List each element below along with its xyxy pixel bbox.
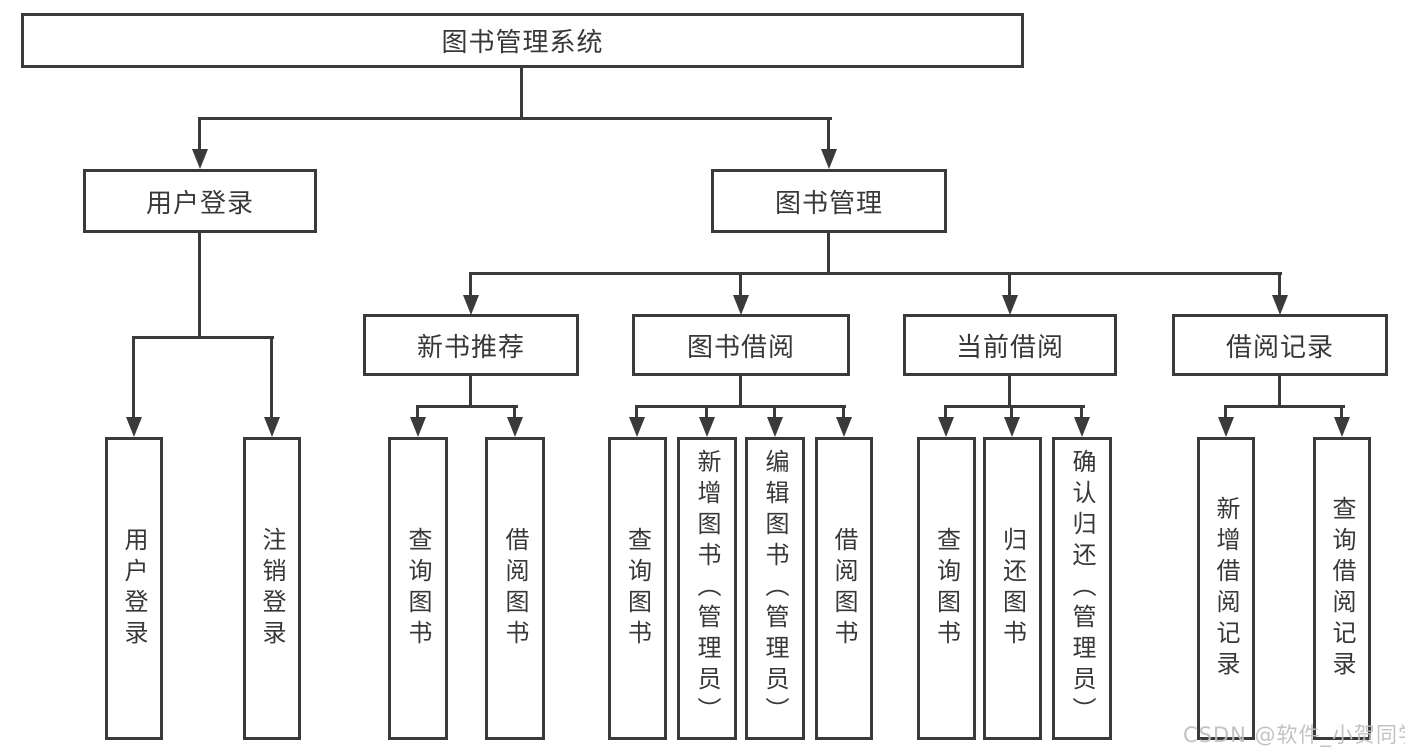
connector-line (773, 405, 776, 421)
leaf-confirm-return-admin: 确认归还（管理员） (1052, 437, 1112, 740)
arrowhead-down (1074, 417, 1090, 437)
leaf-label: 查询图书 (404, 526, 432, 651)
leaf-label: 归还图书 (998, 526, 1027, 651)
connector-line (944, 405, 947, 421)
node-label: 新书推荐 (416, 332, 525, 363)
leaf-user-login: 用户登录 (105, 437, 163, 740)
connector-line (469, 272, 472, 297)
leaf-return-books: 归还图书 (983, 437, 1042, 740)
arrowhead-down (629, 417, 645, 437)
connector-line (1008, 376, 1011, 407)
connector-line (1008, 272, 1011, 297)
connector-line (1340, 405, 1343, 421)
node-user-login: 用户登录 (83, 169, 317, 233)
arrowhead-down (507, 417, 523, 437)
connector-line (1278, 376, 1281, 407)
connector-line (469, 376, 472, 407)
arrowhead-down (1218, 417, 1234, 437)
arrowhead-down (836, 417, 852, 437)
leaf-add-borrow-record: 新增借阅记录 (1197, 437, 1255, 740)
arrowhead-down (1004, 417, 1020, 437)
leaf-query-books-recommend: 查询图书 (388, 437, 448, 740)
node-borrow-records: 借阅记录 (1172, 314, 1388, 376)
arrowhead-down (821, 149, 837, 169)
node-label: 用户登录 (145, 188, 254, 219)
node-new-book-recommend: 新书推荐 (363, 314, 579, 376)
connector-line (827, 233, 830, 275)
connector-line (739, 376, 742, 407)
leaf-label: 新增借阅记录 (1212, 495, 1240, 682)
leaf-label: 用户登录 (120, 526, 148, 651)
leaf-label: 查询借阅记录 (1328, 495, 1356, 682)
connector-line (827, 117, 830, 151)
leaf-label: 确认归还（管理员） (1068, 449, 1096, 728)
connector-line (469, 272, 1282, 275)
connector-line (1224, 405, 1227, 421)
arrowhead-down (192, 149, 208, 169)
leaf-borrow-books: 借阅图书 (815, 437, 873, 740)
node-book-management: 图书管理 (711, 169, 947, 233)
leaf-label: 新增图书（管理员） (693, 449, 721, 728)
connector-line (513, 405, 516, 421)
connector-line (198, 117, 832, 120)
leaf-query-borrow-record: 查询借阅记录 (1313, 437, 1371, 740)
arrowhead-down (410, 417, 426, 437)
connector-line (739, 272, 742, 297)
leaf-logout: 注销登录 (243, 437, 301, 740)
node-label: 图书管理 (774, 188, 883, 219)
connector-line (198, 117, 201, 151)
connector-line (416, 405, 518, 408)
connector-line (705, 405, 708, 421)
arrowhead-down (1334, 417, 1350, 437)
connector-line (635, 405, 846, 408)
leaf-edit-books-admin: 编辑图书（管理员） (745, 437, 805, 740)
leaf-label: 编辑图书（管理员） (761, 449, 789, 728)
arrowhead-down (733, 295, 749, 315)
node-label: 当前借阅 (955, 332, 1064, 363)
arrowhead-down (938, 417, 954, 437)
arrowhead-down (463, 295, 479, 315)
node-library-system: 图书管理系统 (21, 13, 1024, 68)
leaf-label: 借阅图书 (501, 526, 529, 651)
connector-line (635, 405, 638, 421)
connector-line (1010, 405, 1013, 421)
leaf-label: 查询图书 (623, 526, 652, 651)
arrowhead-down (1002, 295, 1018, 315)
leaf-label: 注销登录 (258, 526, 286, 651)
connector-line (842, 405, 845, 421)
connector-line (1278, 272, 1281, 297)
connector-line (132, 336, 274, 339)
node-label: 借阅记录 (1225, 332, 1334, 363)
leaf-borrow-books-recommend: 借阅图书 (485, 437, 545, 740)
csdn-watermark: CSDN @软件_小贺同学 (1183, 723, 1405, 747)
node-label: 图书借阅 (686, 332, 795, 363)
connector-line (132, 336, 135, 421)
connector-line (270, 336, 273, 421)
connector-line (1080, 405, 1083, 421)
node-book-borrow: 图书借阅 (632, 314, 850, 376)
node-label: 图书管理系统 (441, 28, 604, 58)
arrowhead-down (264, 417, 280, 437)
connector-line (416, 405, 419, 421)
leaf-label: 查询图书 (932, 526, 961, 651)
connector-line (520, 68, 523, 120)
leaf-query-books-current: 查询图书 (917, 437, 976, 740)
leaf-label: 借阅图书 (830, 526, 858, 651)
arrowhead-down (699, 417, 715, 437)
arrowhead-down (767, 417, 783, 437)
arrowhead-down (1272, 295, 1288, 315)
connector-line (944, 405, 1085, 408)
arrowhead-down (126, 417, 142, 437)
node-current-borrow: 当前借阅 (903, 314, 1117, 376)
connector-line (198, 233, 201, 339)
leaf-query-books-borrow: 查询图书 (608, 437, 667, 740)
connector-line (1224, 405, 1345, 408)
leaf-add-books-admin: 新增图书（管理员） (677, 437, 737, 740)
